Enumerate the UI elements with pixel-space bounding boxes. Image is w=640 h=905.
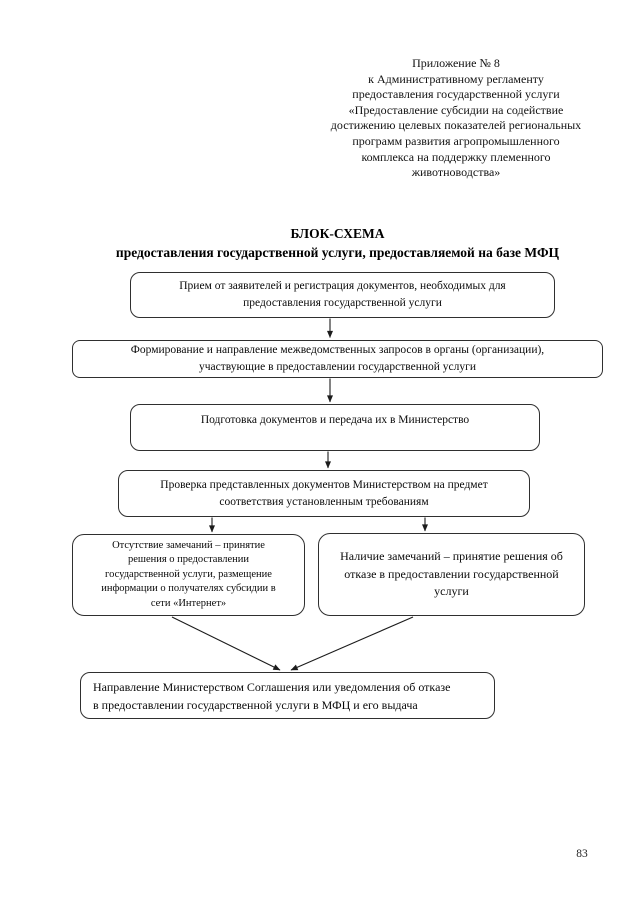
flow-node-reception: Прием от заявителей и регистрация докуме… (130, 272, 555, 318)
arrow-has-remarks-to-result (290, 616, 414, 671)
flow-node-verification-text: Проверка представленных документов Минис… (160, 478, 488, 508)
document-title-block: БЛОК-СХЕМА предоставления государственно… (72, 225, 603, 262)
flow-node-interagency-requests: Формирование и направление межведомствен… (72, 340, 603, 378)
flow-node-interagency-requests-text: Формирование и направление межведомствен… (130, 344, 545, 373)
flow-node-reception-text: Прием от заявителей и регистрация докуме… (179, 280, 506, 309)
arrow-no-remarks-to-result (171, 616, 281, 671)
document-subtitle: предоставления государственной услуги, п… (115, 244, 560, 260)
flow-node-preparation: Подготовка документов и передача их в Ми… (130, 404, 540, 451)
flow-node-result-delivery: Направление Министерством Соглашения или… (80, 672, 495, 719)
document-title: БЛОК-СХЕМА (290, 226, 385, 241)
flow-node-result-delivery-text: Направление Министерством Соглашения или… (93, 679, 451, 712)
flow-node-preparation-text: Подготовка документов и передача их в Ми… (200, 414, 470, 426)
flow-node-verification: Проверка представленных документов Минис… (118, 470, 530, 517)
page-number: 83 (576, 848, 588, 860)
